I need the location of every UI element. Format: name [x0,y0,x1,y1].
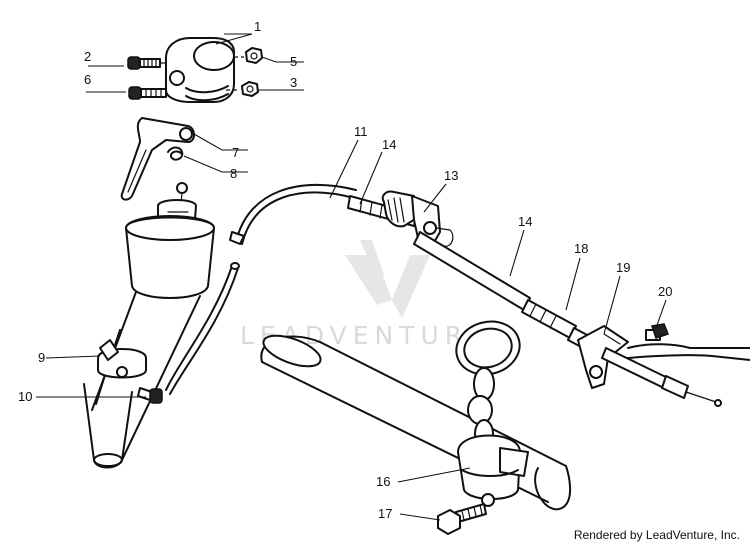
lanyard-clamp-16 [457,434,529,507]
callout-11: 11 [354,124,368,139]
cable-end-fitting [601,343,750,407]
ring-lanyard [455,320,521,449]
callout-10: 10 [18,389,32,404]
handlebar-tube-left [83,383,133,469]
callout-19: 19 [616,260,630,275]
watermark-logo-icon [345,240,430,318]
callout-labels: 1 2 5 3 6 7 8 9 10 11 14 13 14 18 19 20 … [18,19,672,521]
callout-7: 7 [232,145,239,160]
callout-14-upper: 14 [382,137,396,152]
callout-2: 2 [84,49,91,64]
callout-1: 1 [254,19,261,34]
bolt-17 [437,503,487,535]
render-credit: Rendered by LeadVenture, Inc. [573,528,740,542]
callout-5: 5 [290,54,297,69]
callout-6: 6 [84,72,91,87]
screw-10 [137,387,163,404]
cable-clamp-13 [381,190,454,247]
handlebar-tube-right [260,334,571,511]
callout-9: 9 [38,350,45,365]
callout-13: 13 [444,168,458,183]
callout-3: 3 [290,75,297,90]
callout-18: 18 [574,241,588,256]
callout-20: 20 [658,284,672,299]
spring-8 [167,146,184,161]
leader-lines [36,33,667,521]
screw-2 [127,56,168,70]
clamp-9 [95,339,147,405]
screw-6 [128,86,167,100]
callout-14-lower: 14 [518,214,532,229]
callout-17: 17 [378,506,392,521]
callout-8: 8 [230,166,237,181]
throttle-housing [165,37,235,103]
nut-3 [226,81,259,97]
plunger-tube-assembly [91,182,215,461]
nut-5 [234,47,263,64]
callout-16: 16 [376,474,390,489]
screw-20 [645,323,669,341]
cable-11 [165,183,357,395]
